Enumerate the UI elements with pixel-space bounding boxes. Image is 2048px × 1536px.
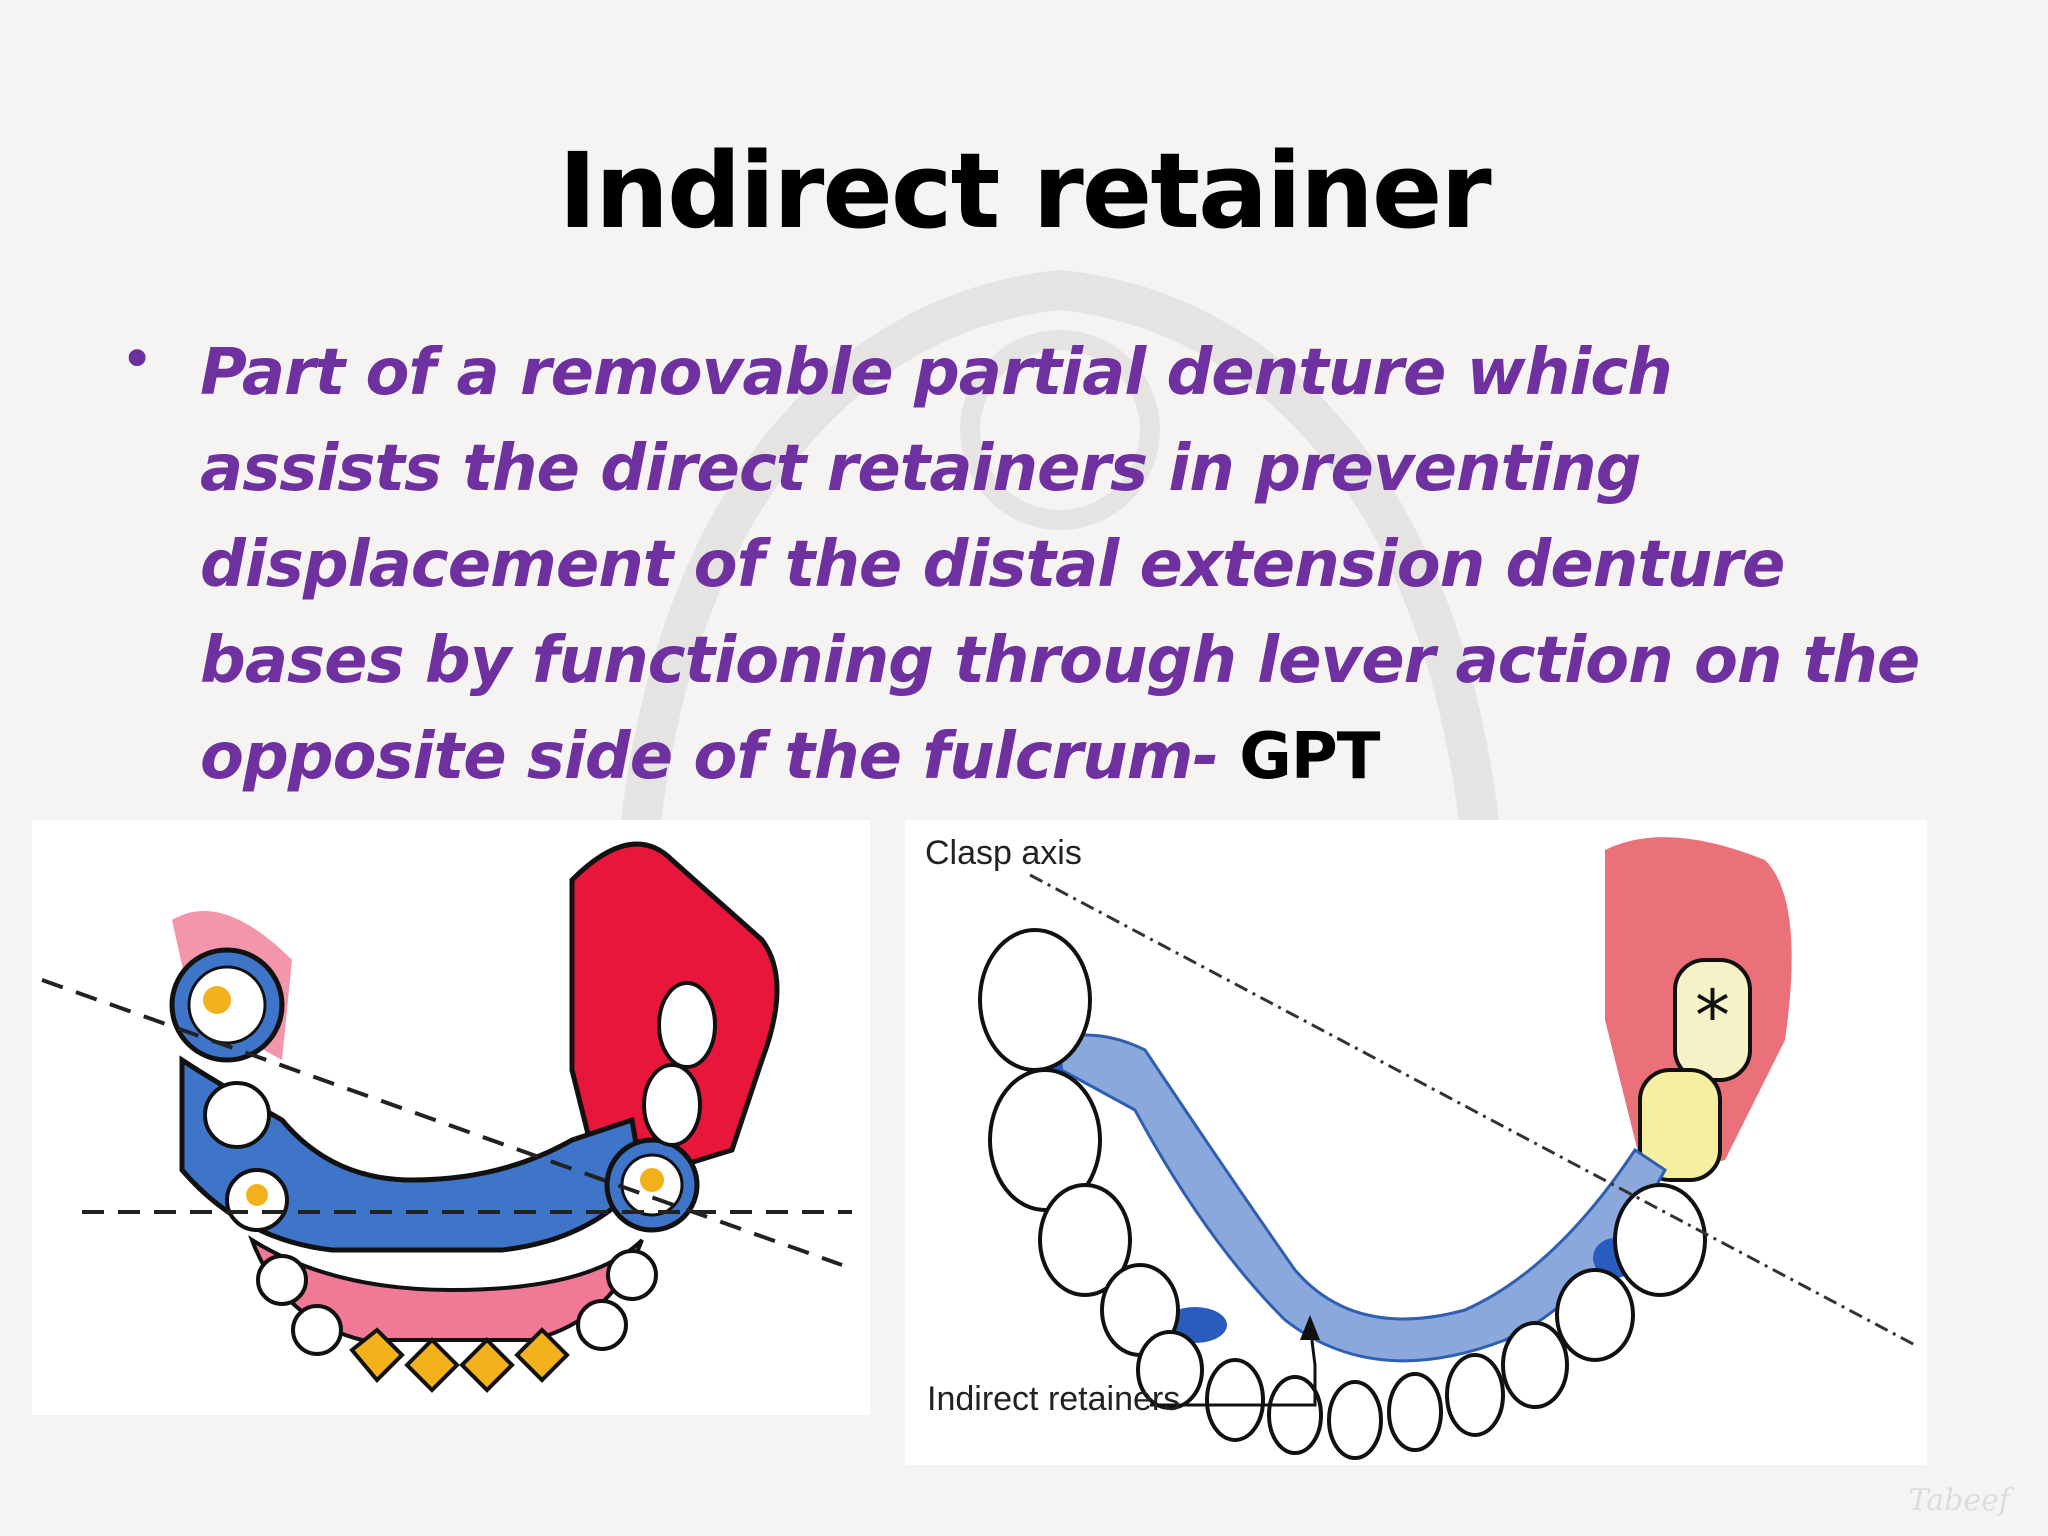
right-premolar-occlusal [640, 1168, 664, 1192]
author-signature: Tabeef [1908, 1483, 2010, 1518]
slide-title: Indirect retainer [558, 130, 1491, 252]
left-premolar-2-occlusal [246, 1184, 268, 1206]
indirect-retainers-label: Indirect retainers [927, 1380, 1181, 1418]
major-connector [179, 1055, 645, 1253]
asterisk-icon: * [1695, 975, 1730, 1057]
left-premolar-1 [203, 1081, 271, 1149]
denture-diagram-colored [32, 820, 870, 1415]
abutment-tooth-2 [1638, 1068, 1722, 1182]
indirect-retainer-leader [1150, 1324, 1317, 1407]
background-watermark [620, 269, 1500, 833]
left-molar-occlusal [203, 986, 231, 1014]
definition-source: GPT [1239, 720, 1380, 794]
anterior-teeth [256, 1249, 658, 1393]
red-base-tooth-1 [657, 981, 717, 1069]
definition-body: Part of a removable partial denture whic… [200, 336, 1920, 794]
definition-text: Part of a removable partial denture whic… [200, 325, 1920, 805]
red-base-tooth-2 [642, 1063, 702, 1147]
bullet-icon: • [120, 325, 155, 393]
clasp-axis-line [1029, 873, 1916, 1347]
clasp-axis-diagram: * [905, 820, 1927, 1465]
lingual-bar-connector [1021, 1033, 1667, 1363]
arch-teeth [978, 928, 1707, 1460]
leader-arrow-icon [1300, 1315, 1320, 1340]
clasp-axis-label: Clasp axis [925, 834, 1082, 872]
